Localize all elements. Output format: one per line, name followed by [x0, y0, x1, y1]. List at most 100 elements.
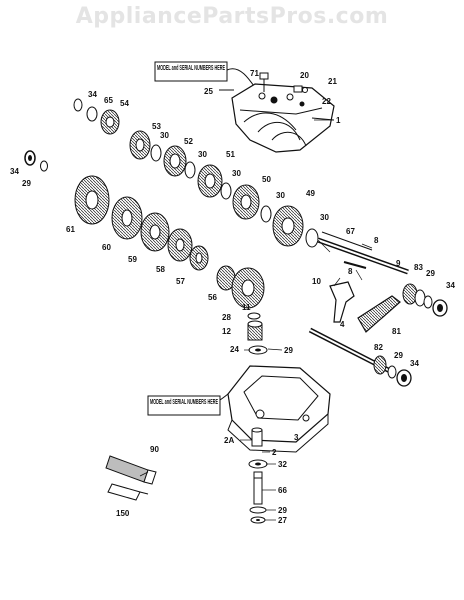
gear-60 [111, 196, 143, 240]
label-53: 53 [152, 122, 161, 131]
label-34-right: 34 [446, 281, 455, 290]
label-2: 2 [272, 448, 277, 457]
washer-32 [248, 459, 268, 469]
label-27: 27 [278, 516, 287, 525]
label-22: 22 [322, 97, 331, 106]
label-83: 83 [414, 263, 423, 272]
top-callout-text: MODEL and SERIAL NUMBERS HERE [157, 65, 225, 72]
label-34-top: 34 [88, 90, 97, 99]
label-3: 3 [294, 433, 299, 442]
label-58: 58 [156, 265, 165, 274]
label-57: 57 [176, 277, 185, 286]
label-4: 4 [340, 320, 345, 329]
bottom-callout-text: MODEL and SERIAL NUMBERS HERE [150, 399, 218, 406]
gear-54 [73, 98, 120, 135]
upper-housing [231, 83, 335, 153]
label-150: 150 [116, 509, 130, 518]
grease-tube-90 [105, 455, 157, 485]
label-29-bottom: 29 [278, 506, 287, 515]
sprocket-82 [373, 355, 387, 375]
label-65: 65 [104, 96, 113, 105]
bushing-34-right [432, 299, 448, 317]
bushing-2 [251, 427, 263, 447]
pin-8 [343, 261, 367, 269]
shaft-66 [253, 471, 263, 505]
label-59: 59 [128, 255, 137, 264]
label-8-b: 8 [348, 267, 353, 276]
washer-27 [250, 516, 266, 524]
pinion-12 [247, 320, 263, 341]
sealant-packet-150 [107, 483, 149, 501]
label-90: 90 [150, 445, 159, 454]
label-54: 54 [120, 99, 129, 108]
label-50: 50 [262, 175, 271, 184]
label-21: 21 [328, 77, 337, 86]
gear-56-11 [216, 265, 265, 309]
gear-52 [163, 145, 196, 179]
gear-49 [272, 205, 319, 248]
part-labels: 71 20 21 25 22 1 34 65 54 34 29 53 30 52… [10, 69, 455, 525]
label-29-right: 29 [426, 269, 435, 278]
label-61: 61 [66, 225, 75, 234]
label-66: 66 [278, 486, 287, 495]
label-82: 82 [374, 343, 383, 352]
washer-34-29 [24, 150, 48, 172]
leader-lines [139, 119, 373, 521]
label-29-mid: 29 [284, 346, 293, 355]
label-24: 24 [230, 345, 239, 354]
lower-housing [227, 365, 331, 453]
shift-fork-10 [329, 281, 355, 323]
label-2A: 2A [224, 436, 234, 445]
label-30-e: 30 [320, 213, 329, 222]
label-10: 10 [312, 277, 321, 286]
gear-51 [197, 164, 232, 200]
label-25: 25 [204, 87, 213, 96]
washer-24 [248, 345, 268, 355]
shaft-67 [317, 231, 409, 275]
label-8-a: 8 [374, 236, 379, 245]
label-30-a: 30 [160, 131, 169, 140]
label-60: 60 [102, 243, 111, 252]
washer-29-lower-right [387, 365, 397, 379]
label-30-c: 30 [232, 169, 241, 178]
bushing-34-lower-right [396, 369, 412, 387]
label-52: 52 [184, 137, 193, 146]
bottom-callout-line: MODEL and SERIAL NUMBERS HERE [150, 399, 218, 406]
label-9: 9 [396, 259, 401, 268]
label-30-d: 30 [276, 191, 285, 200]
label-51: 51 [226, 150, 235, 159]
gear-57 [189, 245, 209, 271]
watermark: AppliancePartsPros.com [75, 4, 389, 29]
label-30-b: 30 [198, 150, 207, 159]
washer-28 [247, 312, 261, 320]
gear-58 [167, 228, 193, 262]
label-67: 67 [346, 227, 355, 236]
bottom-model-serial-callout [147, 379, 249, 416]
label-12: 12 [222, 327, 231, 336]
washer-29-right [423, 295, 433, 309]
washer-83 [414, 289, 426, 307]
label-81: 81 [392, 327, 401, 336]
label-34-left: 34 [10, 167, 19, 176]
label-11: 11 [242, 303, 251, 312]
label-56: 56 [208, 293, 217, 302]
label-29-left: 29 [22, 179, 31, 188]
label-20: 20 [300, 71, 309, 80]
label-49: 49 [306, 189, 315, 198]
top-model-serial-callout [154, 61, 259, 93]
top-callout-line: MODEL and SERIAL NUMBERS HERE [157, 65, 225, 72]
gear-50 [232, 184, 272, 223]
washer-29-bottom [249, 506, 267, 514]
chain-81 [357, 295, 401, 333]
gear-53 [129, 130, 162, 162]
label-29-lower-right: 29 [394, 351, 403, 360]
label-32: 32 [278, 460, 287, 469]
label-28: 28 [222, 313, 231, 322]
label-1: 1 [336, 116, 341, 125]
label-34-lower-right: 34 [410, 359, 419, 368]
housing-hardware [219, 72, 308, 93]
label-71: 71 [250, 69, 259, 78]
gear-61 [74, 175, 110, 225]
